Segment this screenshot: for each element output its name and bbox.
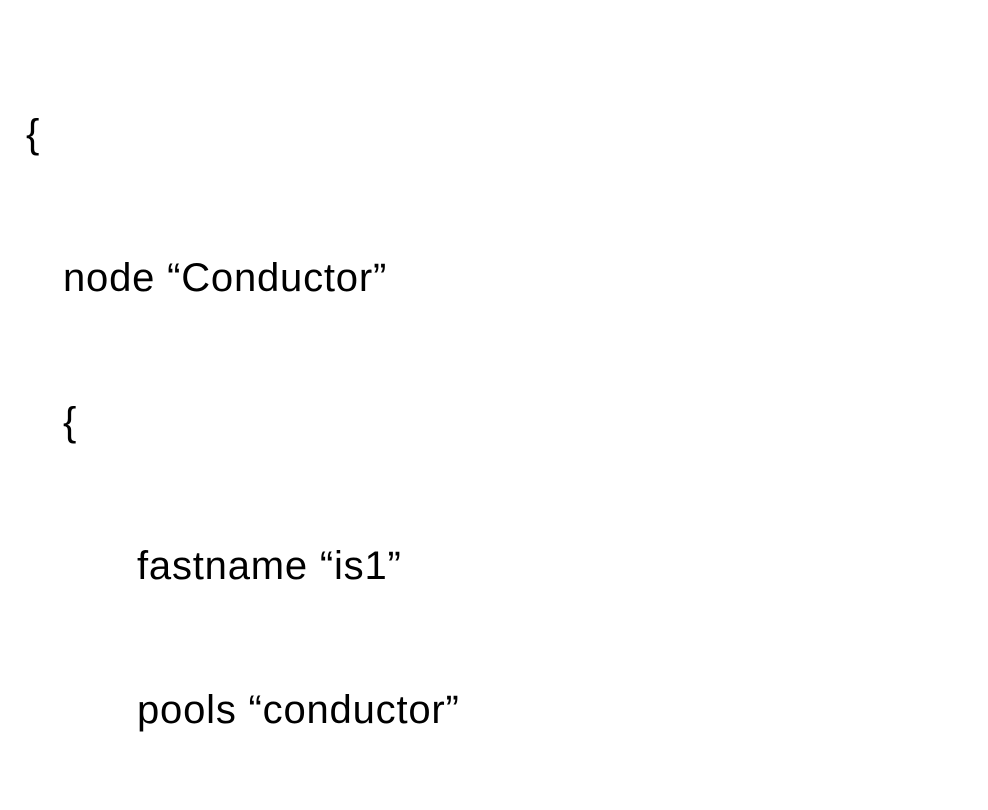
code-line: { — [26, 112, 41, 156]
code-line: pools “conductor” — [137, 688, 460, 732]
code-line: node “Conductor” — [63, 256, 388, 300]
code-line: fastname “is1” — [137, 544, 402, 588]
code-line: { — [63, 400, 78, 444]
